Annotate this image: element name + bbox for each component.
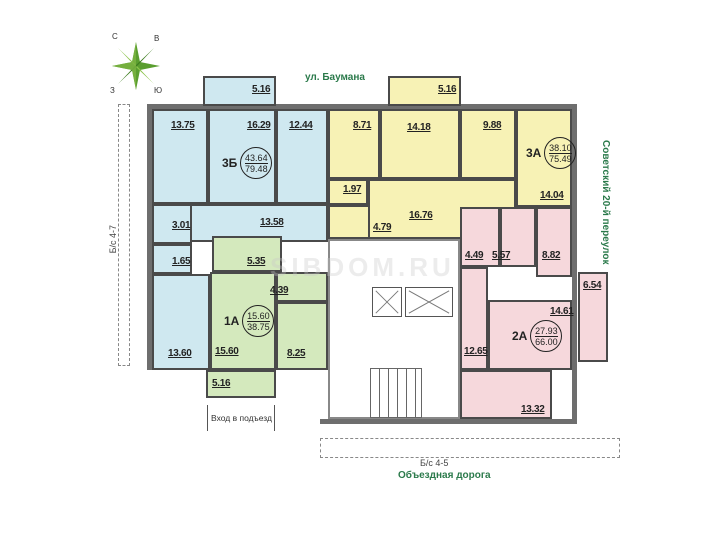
staircase [370,368,422,418]
area-label: 16.29 [247,120,271,131]
apartment-code: 1А [224,314,240,328]
compass-rose-icon [112,42,160,90]
entrance-label: Вход в подъезд [211,413,272,423]
elevator-2 [405,287,453,317]
apartment-3b-room-4 [152,274,210,370]
street-bottom-label: Объездная дорога [398,470,491,481]
outer-wall-right [572,104,577,424]
outer-wall-top [147,104,575,109]
apartment-code: 3А [526,146,542,160]
area-label: 14.04 [540,190,564,201]
street-top-label: ул. Баумана [305,72,365,83]
apartment-area-circle: 43.64 79.48 [240,147,273,179]
living-area: 38.10 [549,142,572,154]
apartment-2a-kitchen [536,207,572,277]
area-label: 6.54 [583,280,602,291]
area-label: 8.25 [287,348,306,359]
apartment-3a-wc [328,179,368,205]
apartment-3a-kitchen [328,109,380,179]
elevator-icon [375,290,399,314]
area-label: 4.49 [465,250,484,261]
area-label: 8.82 [542,250,561,261]
dimension-left-label: Б/с 4-7 [108,225,118,254]
apartment-3b-bath [152,204,192,244]
balcony-2a [578,272,608,362]
area-label: 1.97 [343,184,362,195]
area-label: 5.16 [252,84,271,95]
area-label: 14.18 [407,122,431,133]
apartment-3a-room-1 [380,109,460,179]
compass-east-label: В [154,34,160,43]
compass: С В З Ю [108,32,164,95]
apartment-1a-badge: 1А 15.60 38.75 [224,305,275,337]
apartment-area-circle: 15.60 38.75 [242,305,275,337]
dimension-left-marker [118,104,130,366]
apartment-3a-badge: 3А 38.10 75.49 [526,137,577,169]
area-label: 14.61 [550,306,574,317]
area-label: 13.75 [171,120,195,131]
area-label: 1.65 [172,256,191,267]
apartment-3b-badge: 3Б 43.64 79.48 [222,147,273,179]
area-label: 12.44 [289,120,313,131]
total-area: 75.49 [549,153,572,164]
apartment-2a-hall [460,207,500,267]
balcony-3b [203,76,276,106]
outer-wall-left [147,104,152,370]
area-label: 8.71 [353,120,372,131]
apartment-code: 2А [512,329,528,343]
apartment-2a-corridor [460,267,488,370]
total-area: 66.00 [535,336,558,347]
living-area: 27.93 [535,325,558,337]
apartment-area-circle: 27.93 66.00 [530,320,563,352]
apartment-1a-kitchen [276,302,328,370]
dimension-bottom-marker [320,438,620,458]
apartment-3b-room-1 [152,109,208,204]
dimension-bottom-label: Б/с 4-5 [420,458,449,468]
apartment-2a-bath [500,207,536,267]
living-area: 15.60 [247,310,270,322]
balcony-1a [206,370,276,398]
area-label: 4.39 [270,285,289,296]
area-label: 5.16 [438,84,457,95]
area-label: 12.65 [464,346,488,357]
area-label: 16.76 [409,210,433,221]
entrance-marker [207,405,275,431]
area-label: 5.57 [492,250,511,261]
compass-west-label: З [110,86,115,95]
apartment-area-circle: 38.10 75.49 [544,137,577,169]
apartment-3b-room-3 [276,109,328,204]
compass-north-label: С [112,32,118,41]
outer-wall-bottom [320,419,577,424]
apartment-code: 3Б [222,156,238,170]
area-label: 5.35 [247,256,266,267]
area-label: 9.88 [483,120,502,131]
total-area: 38.75 [247,321,270,332]
apartment-2a-badge: 2А 27.93 66.00 [512,320,563,352]
area-label: 15.60 [215,346,239,357]
living-area: 43.64 [245,152,268,164]
elevator-icon [408,290,450,314]
compass-south-label: Ю [154,86,163,95]
apartment-1a-hall [276,272,328,302]
area-label: 4.79 [373,222,392,233]
area-label: 13.58 [260,217,284,228]
area-label: 13.60 [168,348,192,359]
watermark: SIBDOM.RU [270,252,455,282]
total-area: 79.48 [245,163,268,174]
elevator-1 [372,287,402,317]
area-label: 3.01 [172,220,191,231]
apartment-3b-wc [152,244,192,274]
street-right-label: Советский 20-й переулок [600,140,611,265]
apartment-3a-room-2 [460,109,516,179]
balcony-3a [388,76,461,106]
apartment-2a-room-2 [460,370,552,419]
area-label: 13.32 [521,404,545,415]
apartment-1a-bath [212,236,282,272]
area-label: 5.16 [212,378,231,389]
